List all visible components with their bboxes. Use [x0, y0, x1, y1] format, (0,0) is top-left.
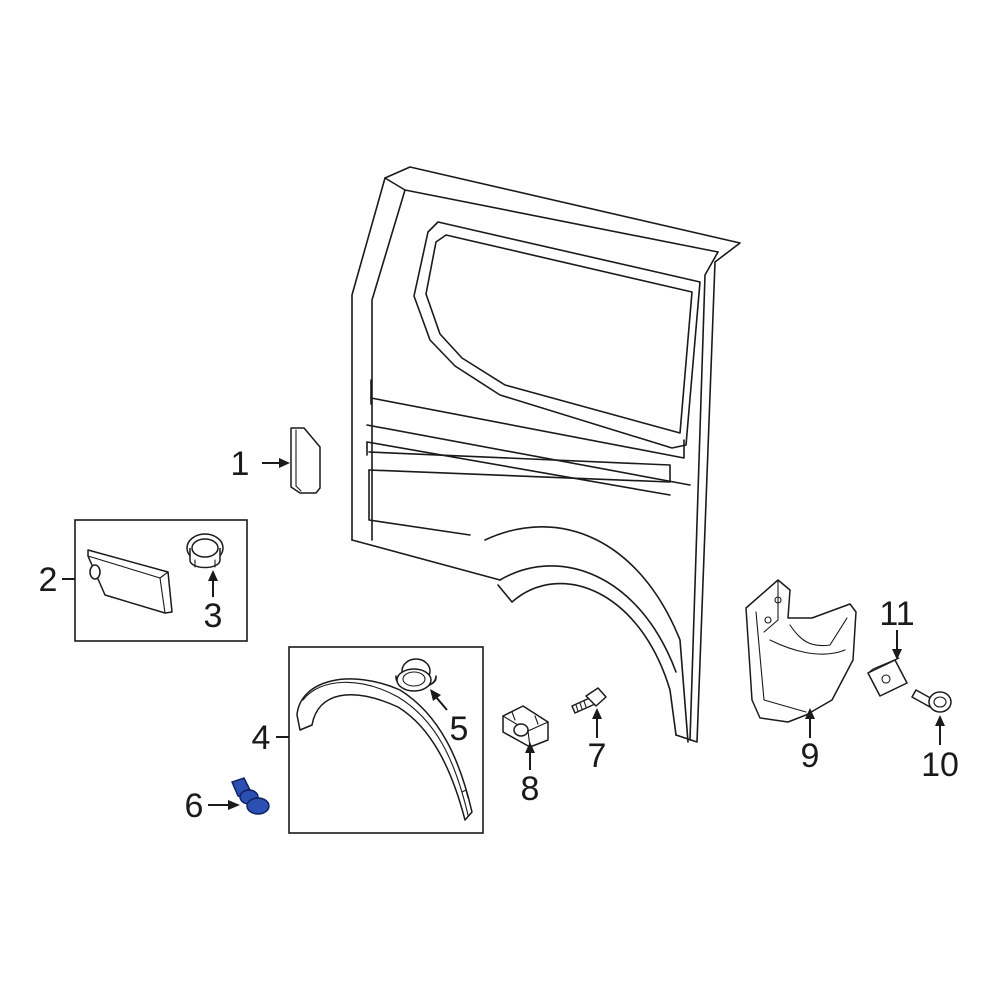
part-1-trim-panel [290, 427, 321, 494]
callout-7: 7 [588, 737, 607, 775]
callout-10: 10 [921, 746, 959, 784]
callout-5: 5 [450, 710, 469, 748]
group-box-2-3 [74, 519, 248, 642]
callout-3: 3 [204, 597, 223, 635]
quarter-panel [351, 166, 741, 743]
part-2-molding [87, 549, 173, 614]
callout-1: 1 [231, 445, 250, 483]
part-6-push-pin-highlighted[interactable] [231, 777, 270, 815]
callout-labels: 1 2 3 4 5 6 7 8 9 10 11 [39, 445, 959, 825]
group-box-4-5 [288, 646, 484, 834]
part-7-bolt [571, 687, 607, 714]
callout-4: 4 [252, 719, 271, 757]
leader-arrows [62, 458, 945, 810]
callout-2: 2 [39, 561, 58, 599]
part-10-bolt [911, 689, 952, 713]
part-9-mud-flap [745, 579, 857, 723]
callout-6: 6 [185, 787, 204, 825]
part-4-wheel-arch-molding [296, 678, 473, 821]
part-8-retainer [502, 705, 549, 748]
callout-8: 8 [521, 770, 540, 808]
part-5-clip [395, 658, 437, 692]
part-11-u-nut [867, 657, 908, 697]
part-3-clip [186, 533, 224, 569]
callout-9: 9 [801, 737, 820, 775]
callout-11: 11 [879, 595, 914, 633]
